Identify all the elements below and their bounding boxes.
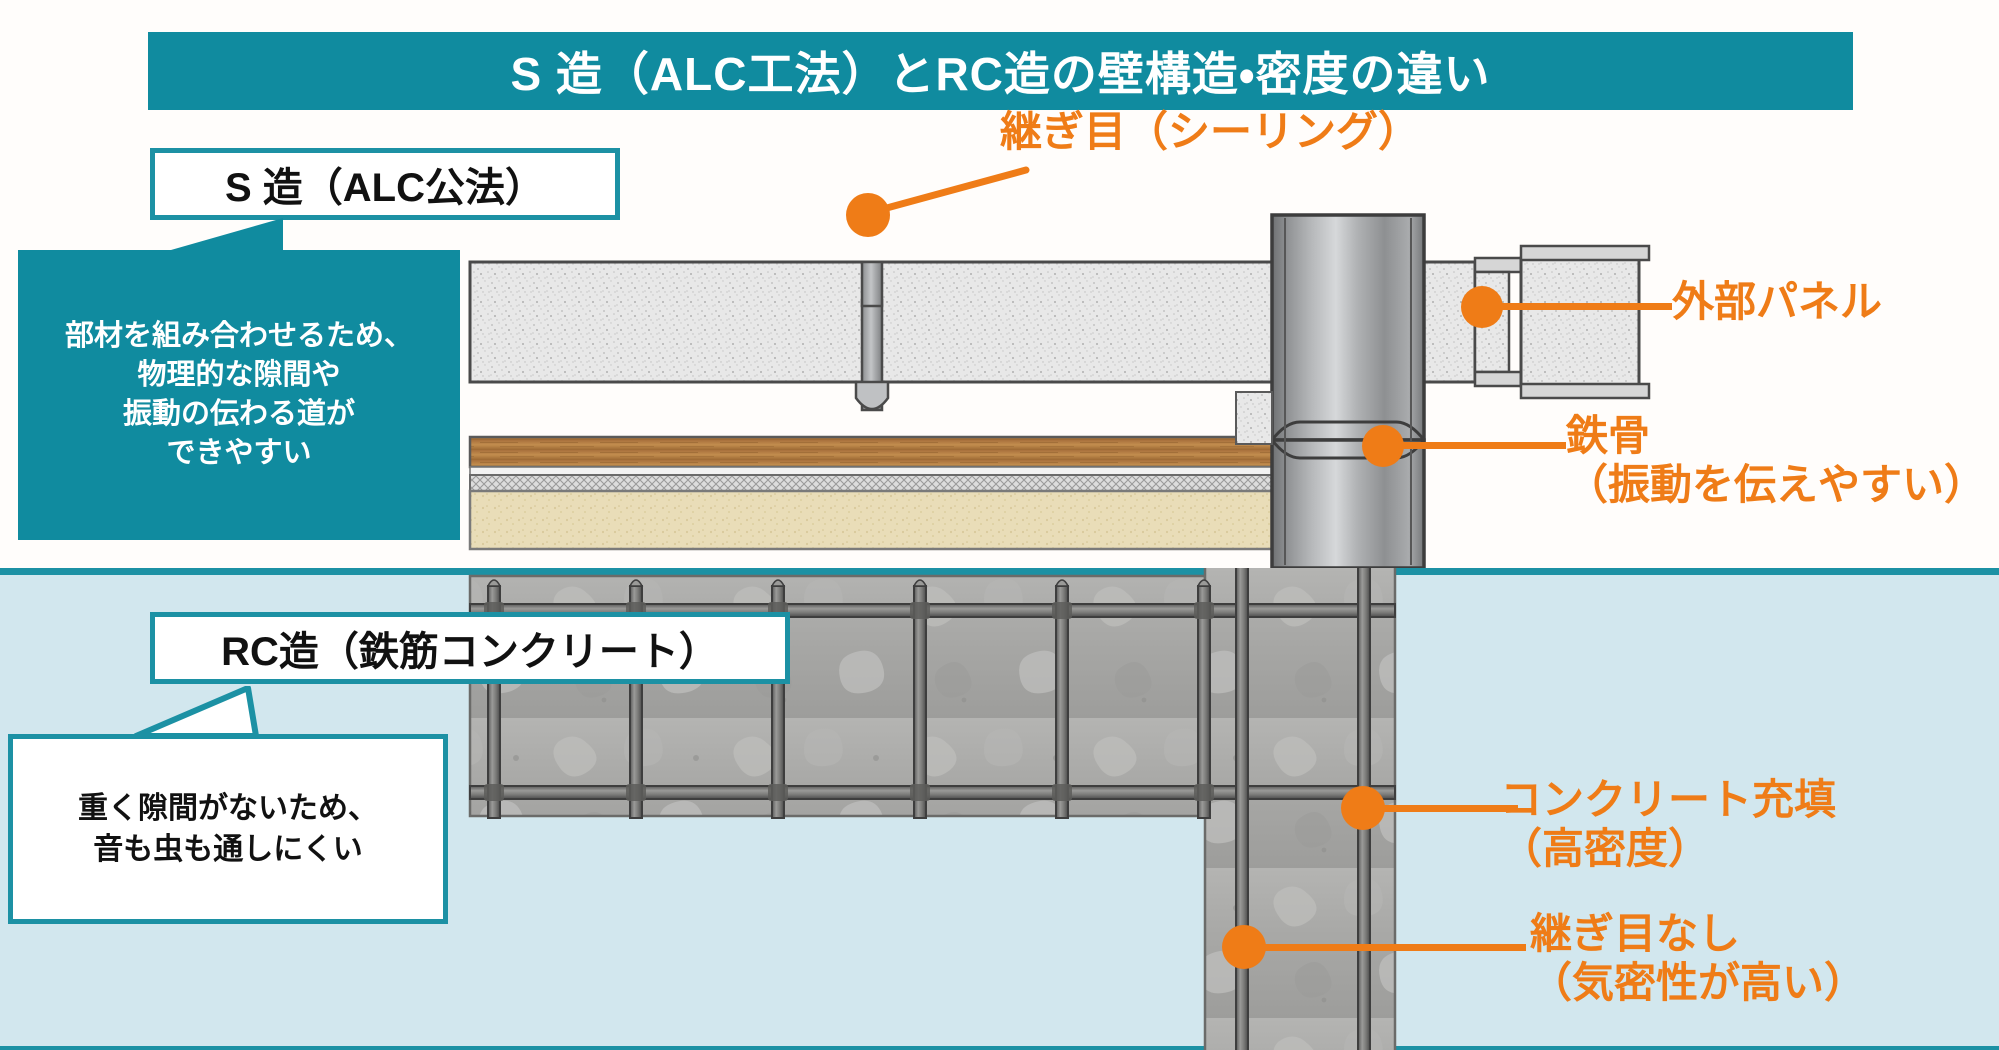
annotation-exterior-panel: 外部パネル <box>1672 278 1882 327</box>
rc-structure-label-chip: RC造（鉄筋コンクリート） <box>150 612 790 684</box>
concrete-fill-leader-line <box>1378 805 1518 812</box>
annotation-concrete-fill: コンクリート充填 （高密度） <box>1500 776 1836 873</box>
steel-frame-leader-line <box>1398 442 1566 449</box>
annotation-steel-frame: 鉄骨 （振動を伝えやすい） <box>1566 412 1986 509</box>
rc-section-bottom-divider <box>0 1046 1999 1050</box>
annotation-exterior-panel-text: 外部パネル <box>1672 278 1883 325</box>
s-structure-label-chip: S 造（ALC公法） <box>150 148 620 220</box>
s-structure-callout-box: 部材を組み合わせるため、 物理的な隙間や 振動の伝わる道が できやすい <box>18 250 460 540</box>
rc-structure-diagram <box>468 568 1397 1050</box>
exterior-panel-leader-line <box>1496 303 1672 310</box>
annotation-steel-frame-line-1: 鉄骨 <box>1566 412 1651 459</box>
rebar-grid <box>469 568 1396 1050</box>
rc-structure-callout-box: 重く隙間がないため、 音も虫も通しにくい <box>8 734 448 924</box>
s-callout-line-2: 物理的な隙間や <box>137 359 341 392</box>
steel-frame-leader-dot-icon <box>1362 425 1404 467</box>
s-structure-diagram <box>468 213 1651 568</box>
floor-assembly-group <box>468 435 1282 551</box>
annotation-seal-joint-text: 継ぎ目（シーリング） <box>1000 108 1421 155</box>
no-joint-leader-line <box>1258 944 1526 951</box>
rc-section-top-divider <box>0 568 1999 575</box>
annotation-seal-joint: 継ぎ目（シーリング） <box>1000 108 1420 157</box>
seal-joint-leader-dot-icon <box>846 193 890 237</box>
annotation-concrete-fill-line-1: コンクリート充填 <box>1500 776 1837 823</box>
title-bar: S 造（ALC工法）とRC造の壁構造・密度の違い <box>148 32 1853 110</box>
annotation-steel-frame-line-2: （振動を伝えやすい） <box>1566 460 1987 508</box>
annotation-no-joint: 継ぎ目なし （気密性が高い） <box>1530 910 1866 1007</box>
annotation-no-joint-line-1: 継ぎ目なし <box>1530 910 1741 957</box>
sealing-joint-group <box>854 260 890 412</box>
s-callout-line-4: できやすい <box>166 436 312 469</box>
annotation-no-joint-line-2: （気密性が高い） <box>1530 958 1867 1006</box>
rc-callout-line-1: 重く隙間がないため、 <box>78 791 378 825</box>
concrete-fill-leader-dot-icon <box>1341 786 1385 830</box>
annotation-concrete-fill-line-2: （高密度） <box>1500 824 1711 872</box>
s-callout-line-3: 振動の伝わる道が <box>122 398 355 430</box>
rc-callout-tail-icon <box>133 686 259 739</box>
page-title: S 造（ALC工法）とRC造の壁構造・密度の違い <box>510 48 1491 100</box>
s-structure-label-text: S 造（ALC公法） <box>225 166 545 210</box>
s-callout-tail-icon <box>157 218 283 254</box>
rc-callout-line-2: 音も虫も通しにくい <box>93 833 363 866</box>
steel-column-group <box>1270 213 1426 568</box>
s-callout-line-1: 部材を組み合わせるため、 <box>64 320 413 353</box>
rc-structure-label-text: RC造（鉄筋コンクリート） <box>221 630 719 674</box>
